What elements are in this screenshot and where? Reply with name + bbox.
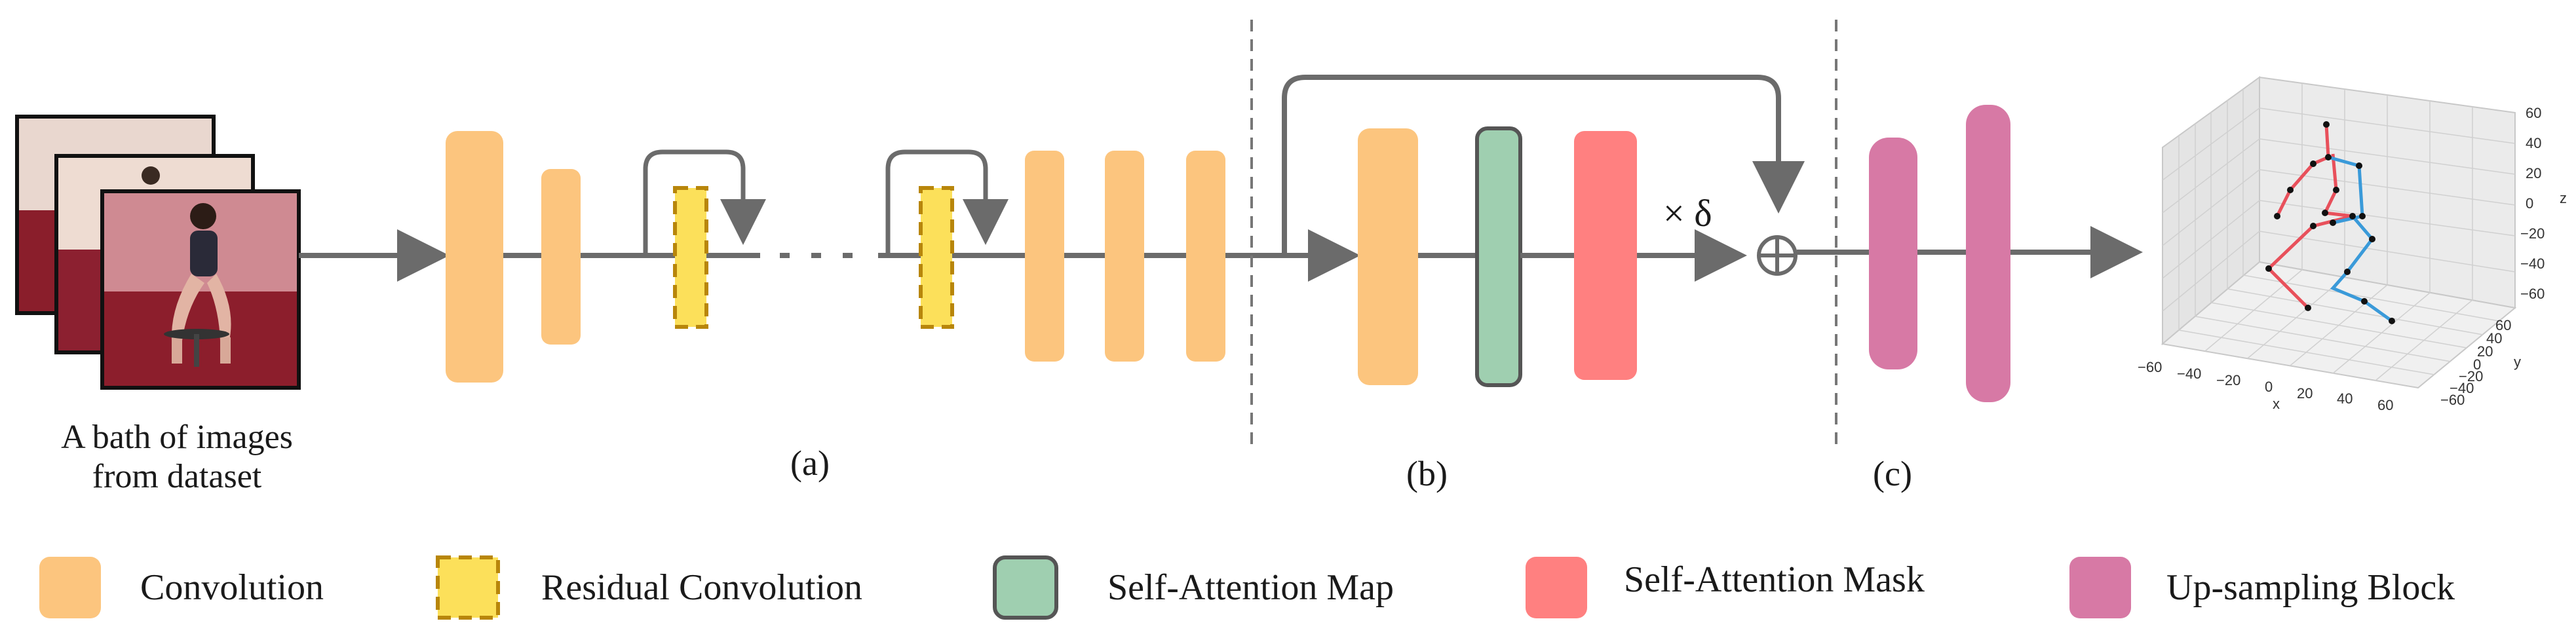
pose-z-tick-2: 40 bbox=[2526, 135, 2542, 151]
pose-y-tick-1: 60 bbox=[2495, 317, 2512, 333]
legend-swatch-upsampling bbox=[2069, 557, 2131, 618]
legend-label-attention-mask: Self-Attention Mask bbox=[1624, 559, 1925, 600]
residual-skip-arrow-1 bbox=[643, 149, 766, 255]
legend-label-attention-map: Self-Attention Map bbox=[1107, 567, 1394, 608]
self-attention-mask-block bbox=[1574, 131, 1637, 380]
multiply-delta-label: × δ bbox=[1663, 192, 1712, 235]
legend-swatch-attention-map bbox=[993, 555, 1058, 620]
conv-block-4 bbox=[1105, 151, 1144, 362]
residual-skip-arrow-2 bbox=[885, 149, 1009, 255]
skeleton-blue-legs bbox=[2330, 215, 2393, 323]
legend-label-residual: Residual Convolution bbox=[541, 567, 862, 608]
conv-block-1 bbox=[446, 131, 503, 383]
section-label-c: (c) bbox=[1873, 454, 1912, 493]
pose-x-label: x bbox=[2273, 396, 2280, 412]
pose-x-tick-2: −40 bbox=[2177, 366, 2202, 382]
pose-z-tick-4: 0 bbox=[2526, 195, 2534, 212]
conv-block-2 bbox=[541, 169, 581, 345]
skeleton-blue-limbs bbox=[2328, 155, 2364, 225]
pose-y-tick-6: −40 bbox=[2450, 380, 2474, 396]
pose-y-tick-3: 20 bbox=[2477, 343, 2493, 360]
upsampling-block-2 bbox=[1966, 105, 2010, 402]
pose-y-tick-4: 0 bbox=[2473, 356, 2482, 373]
input-caption: A bath of images from dataset bbox=[26, 418, 328, 497]
legend-swatch-attention-mask bbox=[1526, 557, 1587, 618]
section-label-a: (a) bbox=[790, 443, 830, 483]
input-image-front bbox=[100, 189, 301, 390]
upsampling-block-1 bbox=[1869, 138, 1917, 369]
residual-conv-block-1 bbox=[673, 186, 708, 329]
section-label-b: (b) bbox=[1406, 454, 1448, 493]
input-image-stack bbox=[15, 115, 301, 390]
pose-x-tick-4: 0 bbox=[2265, 379, 2273, 395]
conv-block-3 bbox=[1025, 151, 1064, 362]
conv-block-5 bbox=[1186, 151, 1225, 362]
pose-y-tick-5: −20 bbox=[2459, 368, 2484, 385]
legend-swatch-residual bbox=[436, 555, 500, 620]
self-attention-map-block bbox=[1475, 126, 1522, 387]
sum-operator bbox=[1757, 235, 1797, 276]
pose-x-tick-6: 40 bbox=[2337, 390, 2353, 407]
legend-label-convolution: Convolution bbox=[140, 567, 324, 608]
input-caption-line-1: A bath of images bbox=[61, 419, 293, 456]
conv-block-6 bbox=[1358, 128, 1418, 385]
pose-x-tick-3: −20 bbox=[2216, 372, 2241, 388]
legend-swatch-convolution bbox=[39, 557, 101, 618]
pose-z-tick-5: −20 bbox=[2520, 225, 2545, 242]
pose-plot bbox=[2161, 76, 2517, 389]
pose-z-tick-1: 60 bbox=[2526, 105, 2542, 121]
attention-skip-arrow bbox=[1282, 75, 1805, 255]
pose-y-label: y bbox=[2514, 354, 2521, 370]
pose-y-tick-7: −60 bbox=[2440, 392, 2465, 408]
pose-z-tick-3: 20 bbox=[2526, 165, 2542, 181]
pose-x-tick-5: 20 bbox=[2297, 385, 2313, 402]
legend-label-upsampling: Up-sampling Block bbox=[2166, 567, 2455, 608]
pose-x-tick-7: 60 bbox=[2377, 397, 2394, 413]
pose-z-label: z bbox=[2560, 190, 2567, 206]
pose-z-tick-7: −60 bbox=[2520, 286, 2545, 302]
pose-z-tick-6: −40 bbox=[2520, 255, 2545, 272]
pose-x-tick-1: −60 bbox=[2138, 359, 2163, 375]
pose-y-tick-2: 40 bbox=[2486, 330, 2503, 347]
residual-conv-block-2 bbox=[919, 186, 954, 329]
input-caption-line-2: from dataset bbox=[92, 458, 262, 495]
